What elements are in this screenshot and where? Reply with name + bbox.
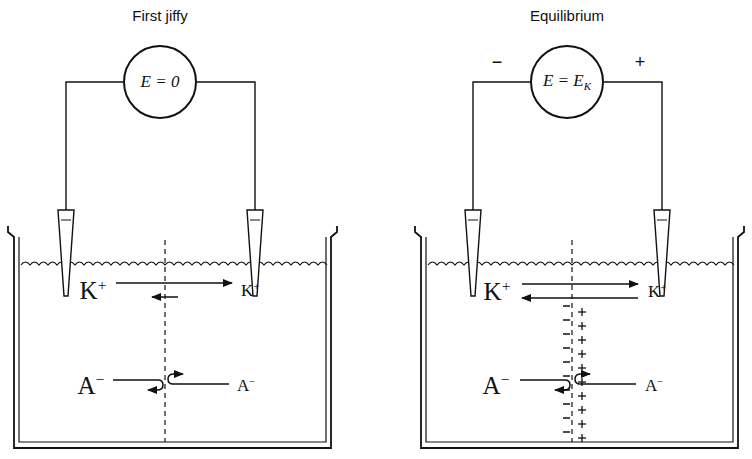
polarity-sign: −: [492, 53, 503, 71]
negative-charge: [563, 361, 570, 363]
voltage-reading: E = 0: [141, 72, 180, 92]
ion-label: A−: [645, 377, 663, 394]
voltage-reading: E = EK: [543, 71, 591, 92]
electrode-rim: [250, 220, 260, 221]
wire: [604, 82, 662, 212]
voltmeter-circle: E = 0: [123, 45, 197, 119]
negative-charge: [563, 417, 570, 419]
polarity-sign: +: [635, 53, 646, 71]
positive-charge: [581, 350, 582, 358]
wire: [66, 82, 123, 212]
flux-arrow: [152, 296, 178, 298]
ion-label: A−: [78, 373, 105, 398]
negative-charge: [563, 403, 570, 405]
negative-charge: [563, 333, 570, 335]
negative-charge: [563, 389, 570, 391]
panel-title: First jiffy: [132, 8, 188, 23]
beaker-wall: [8, 226, 337, 448]
flux-arrow: [522, 297, 638, 299]
electrode-rim: [61, 220, 71, 221]
negative-charge: [563, 305, 570, 307]
wire: [473, 82, 530, 212]
electrode-rim: [468, 220, 478, 221]
electrode-rim: [657, 220, 667, 221]
positive-charge: [581, 392, 582, 400]
negative-charge: [563, 347, 570, 349]
electrode: [58, 210, 74, 296]
ion-label: K+: [241, 282, 259, 299]
ion-label: K+: [484, 279, 511, 304]
positive-charge: [581, 322, 582, 330]
beaker-wall: [415, 226, 744, 448]
electrode: [465, 210, 481, 296]
negative-charge: [563, 431, 570, 433]
flux-arrow: [522, 283, 638, 285]
positive-charge: [581, 336, 582, 344]
ion-label: K+: [648, 283, 666, 300]
positive-charge: [581, 308, 582, 316]
reflect-arrow: [575, 374, 636, 384]
positive-charge: [581, 364, 582, 372]
ion-label: A−: [483, 373, 510, 398]
positive-charge: [581, 378, 582, 386]
negative-charge: [563, 319, 570, 321]
positive-charge: [581, 434, 582, 442]
reflect-arrow: [113, 380, 163, 390]
voltmeter-circle: E = EK: [530, 45, 604, 119]
panel-title: Equilibrium: [530, 8, 604, 23]
positive-charge: [581, 420, 582, 428]
ion-label: K+: [80, 278, 107, 303]
negative-charge: [563, 375, 570, 377]
reflect-arrow: [168, 374, 229, 384]
flux-arrow: [116, 282, 232, 284]
wire: [197, 82, 255, 212]
membrane: [571, 240, 572, 442]
ion-label: A−: [237, 377, 255, 394]
positive-charge: [581, 406, 582, 414]
reflect-arrow: [520, 380, 570, 390]
membrane: [164, 240, 165, 442]
